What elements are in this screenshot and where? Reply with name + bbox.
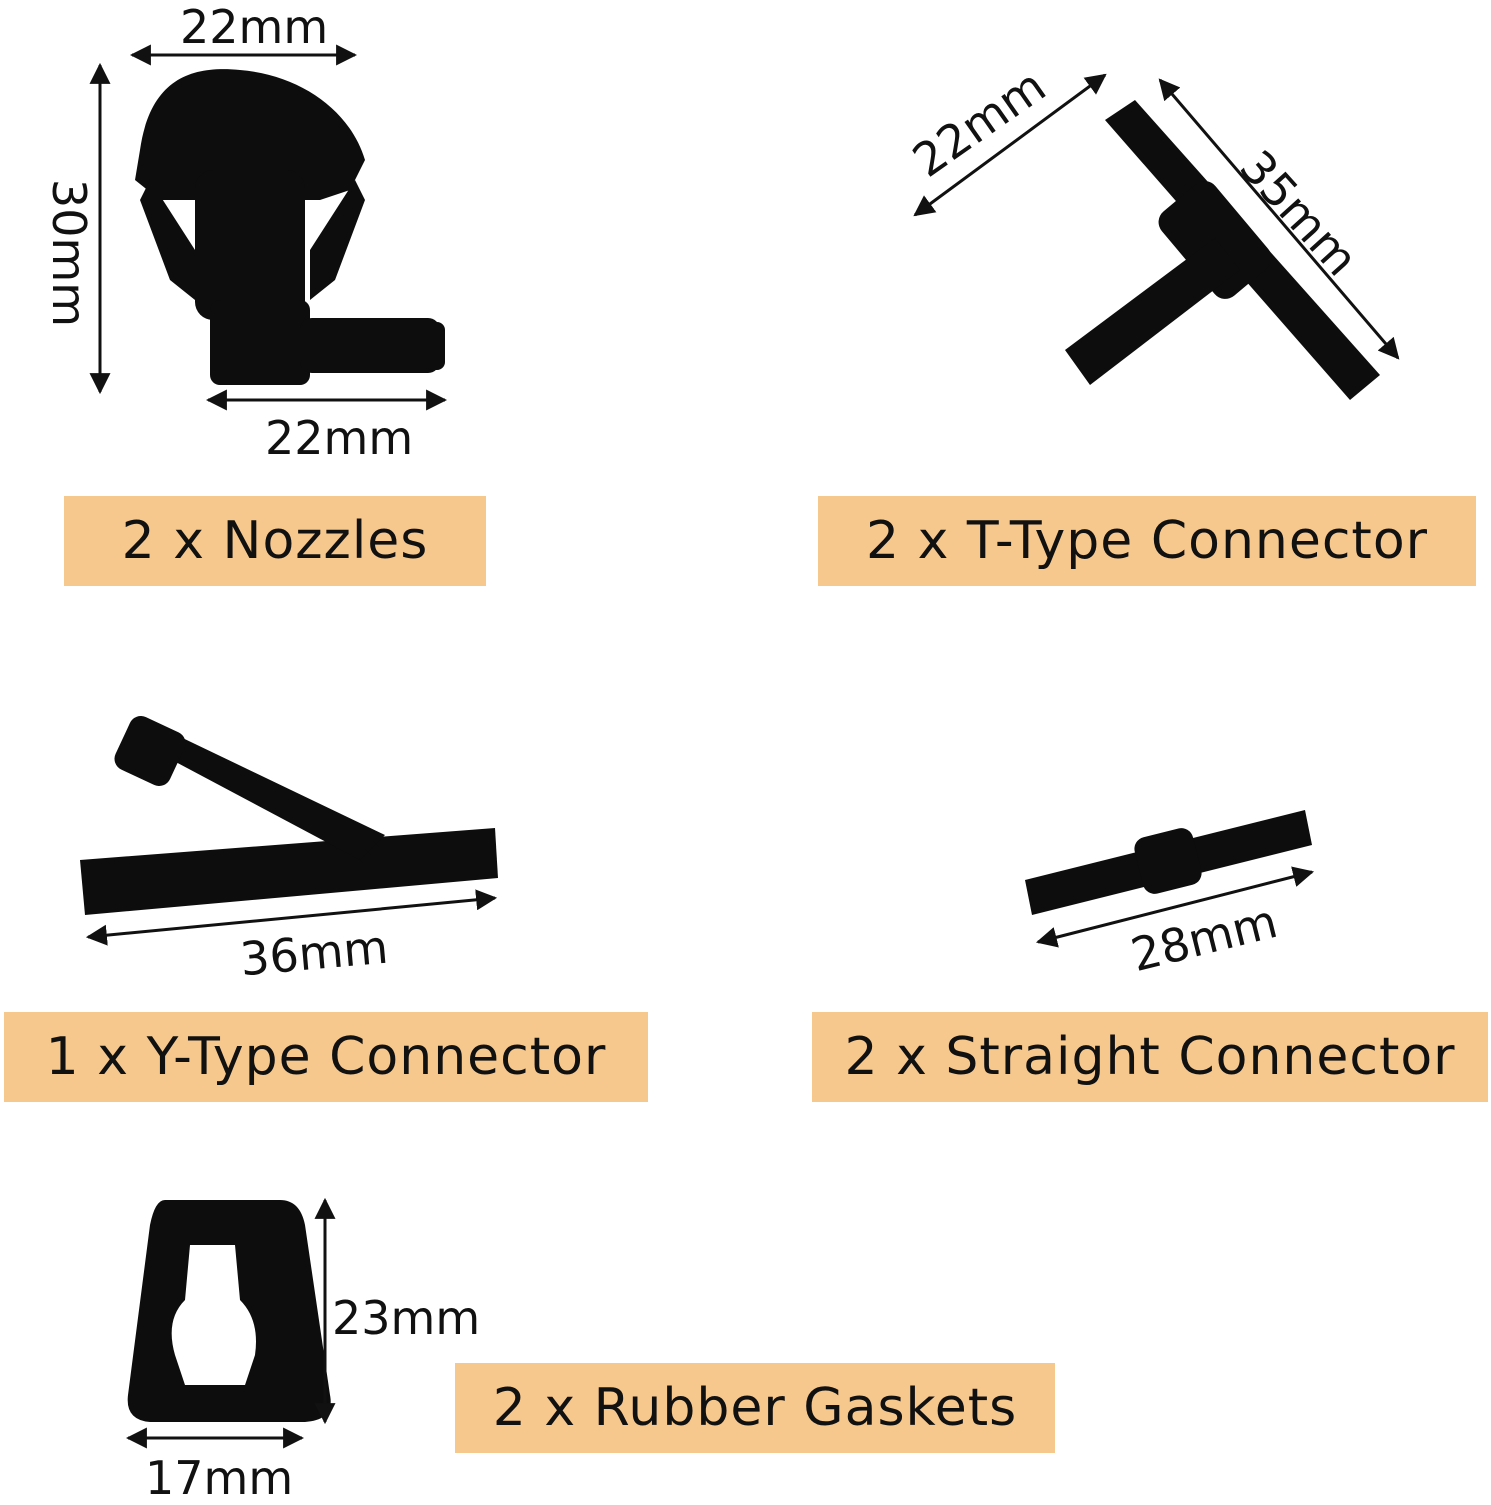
y-connector-icon: [80, 715, 498, 915]
y-connector-label: 1 x Y-Type Connector: [4, 1012, 648, 1102]
gasket-height-dim: 23mm: [332, 1291, 481, 1345]
straight-connector-label: 2 x Straight Connector: [812, 1012, 1488, 1102]
y-connector-length-dim: 36mm: [237, 919, 391, 987]
gasket-width-dim: 17mm: [145, 1451, 294, 1505]
nozzle-bottom-dim: 22mm: [265, 411, 414, 465]
straight-connector-arrow: [1035, 866, 1315, 948]
nozzle-height-dim: 30mm: [42, 178, 97, 328]
t-connector-label: 2 x T-Type Connector: [818, 496, 1476, 586]
y-connector-arrow: [85, 889, 498, 946]
t-connector-top-arrow: [913, 73, 1107, 217]
t-connector-side-arrow: [1158, 78, 1400, 360]
rubber-gaskets-label: 2 x Rubber Gaskets: [455, 1363, 1055, 1453]
nozzles-label: 2 x Nozzles: [64, 496, 486, 586]
gasket-icon: [127, 1200, 331, 1422]
nozzle-icon: [135, 69, 445, 385]
nozzle-top-dim: 22mm: [180, 0, 329, 54]
